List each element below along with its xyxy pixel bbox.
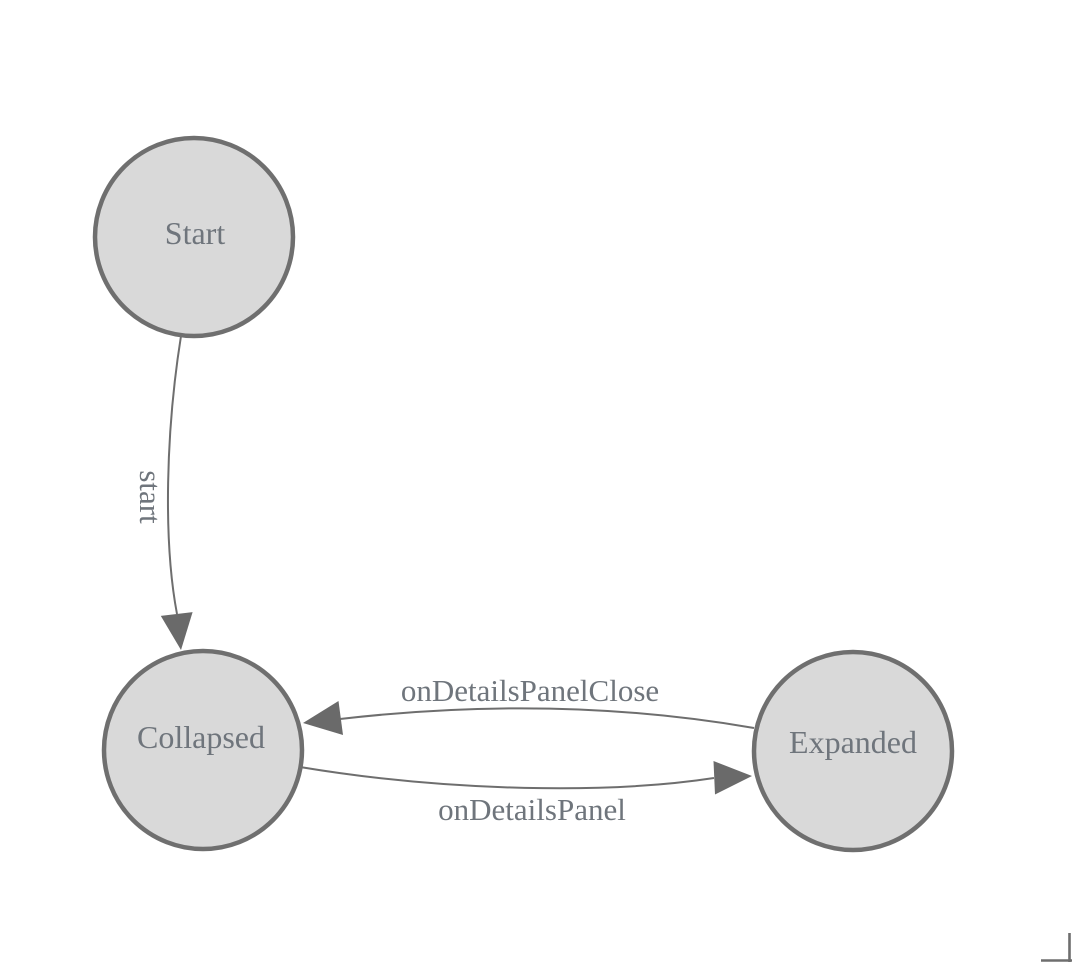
state-label-expanded: Expanded [789,724,917,760]
resize-corner-icon[interactable] [1041,933,1072,962]
state-node-start[interactable]: Start [92,135,296,339]
state-circle-start[interactable] [92,135,296,339]
state-node-collapsed[interactable]: Collapsed [101,648,305,852]
state-label-collapsed: Collapsed [137,719,265,755]
state-circle-expanded[interactable] [751,649,955,853]
edge-label-ondetailspanelclose: onDetailsPanelClose [401,673,659,708]
edge-label-start: start [133,470,168,524]
edge-ondetailspanelclose-path [339,707,755,729]
edge-start-transition: start [133,335,193,650]
edge-start-arrowhead [160,612,193,650]
resize-corner-lines[interactable] [1041,933,1072,962]
state-circle-collapsed[interactable] [101,648,305,852]
state-node-expanded[interactable]: Expanded [751,649,955,853]
edge-ondetailspanelclose-transition: onDetailsPanelClose [303,673,755,735]
edge-label-ondetailspanel: onDetailsPanel [438,792,626,827]
edge-ondetailspanel-path [299,766,715,790]
edge-ondetailspanel-transition: onDetailsPanel [299,761,752,827]
edge-ondetailspanel-arrowhead [713,761,752,795]
edge-ondetailspanelclose-arrowhead [303,701,343,735]
state-label-start: Start [165,215,226,251]
edge-start-path [167,335,182,615]
